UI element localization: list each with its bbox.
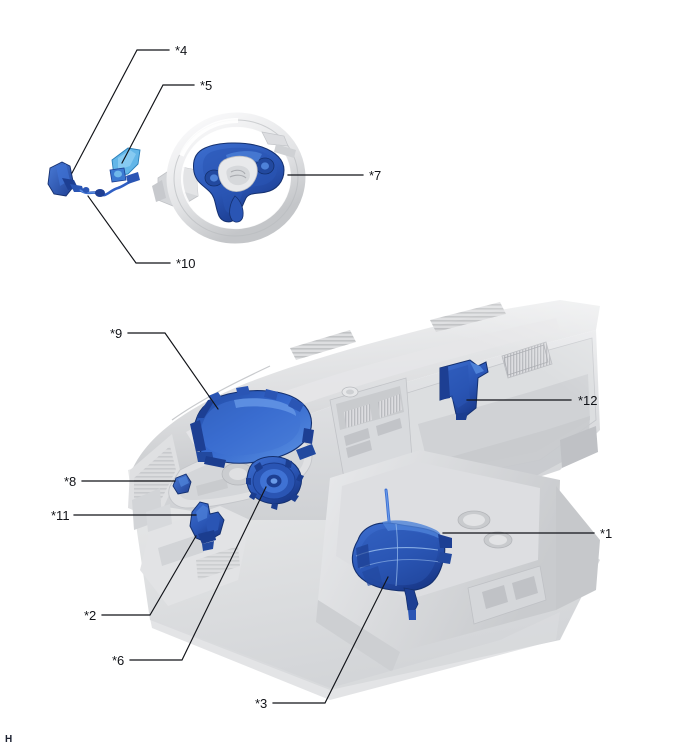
callout-label-7: *7 (369, 168, 382, 183)
leader-line-3 (272, 576, 389, 704)
callout-label-2: *2 (84, 608, 97, 623)
callout-label-6: *6 (112, 653, 125, 668)
leader-line-4 (71, 49, 170, 174)
callout-label-4: *4 (175, 43, 188, 58)
steering-wheel-group (47, 112, 306, 244)
callout-label-5: *5 (200, 78, 213, 93)
leader-lines (71, 49, 595, 704)
leader-line-5 (121, 84, 195, 164)
callout-label-3: *3 (255, 696, 268, 711)
callout-label-12: *12 (578, 393, 598, 408)
callout-label-10: *10 (176, 256, 196, 271)
page-mark: H (5, 734, 13, 745)
leader-line-6 (129, 486, 267, 661)
steering-wheel-rim (166, 112, 306, 244)
spiral-cable-parts-cluster (47, 147, 141, 197)
callout-label-9: *9 (110, 326, 123, 341)
callout-label-1: *1 (600, 526, 613, 541)
instrument-panel-scene (0, 290, 688, 730)
leader-line-10 (87, 195, 171, 264)
callout-label-8: *8 (64, 474, 77, 489)
leader-line-9 (127, 332, 219, 410)
steering-pad-switch-assembly-part (193, 142, 285, 223)
leader-line-2 (101, 535, 197, 616)
callout-label-11: *11 (51, 508, 70, 523)
